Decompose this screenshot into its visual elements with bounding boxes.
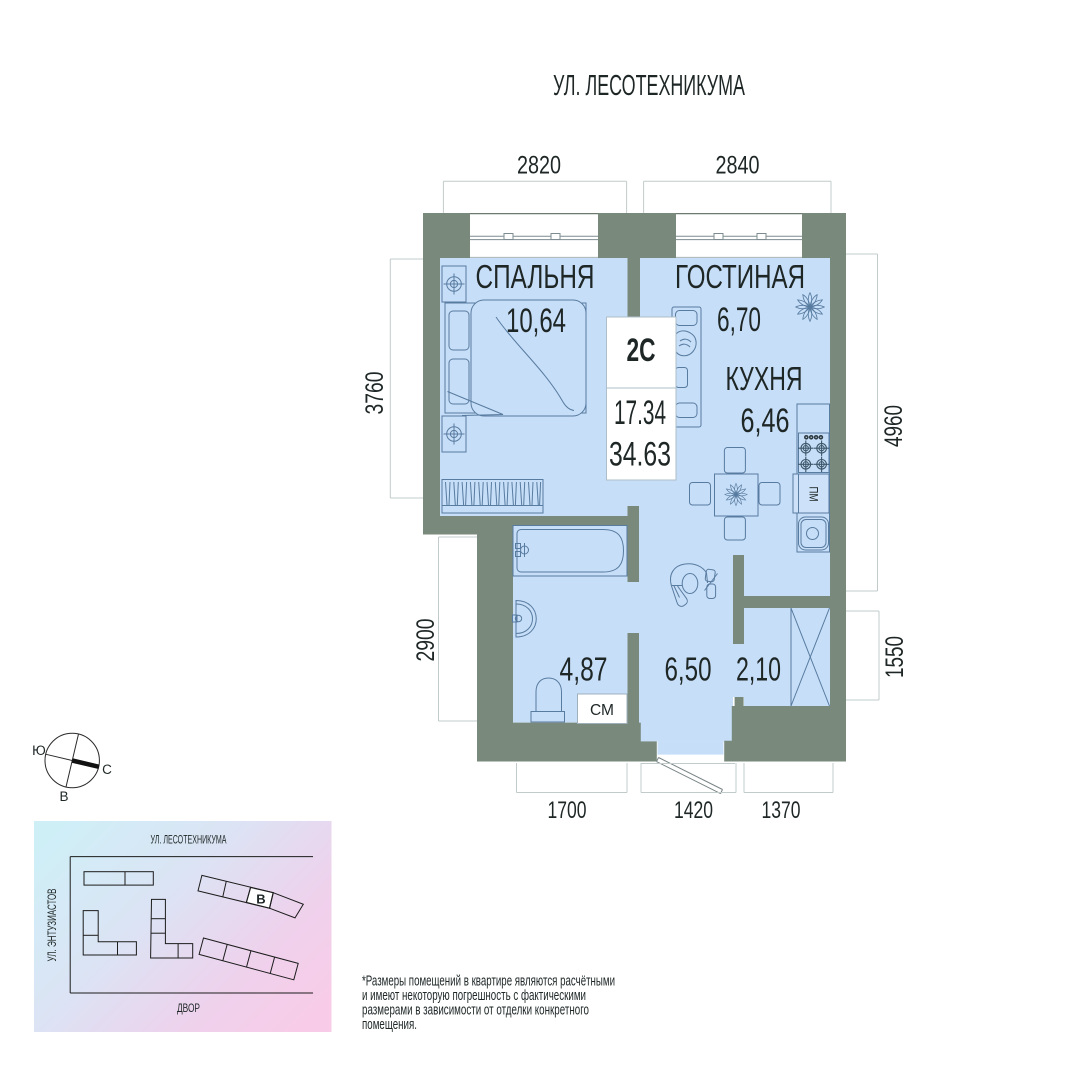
svg-text:КУХНЯ: КУХНЯ — [726, 360, 803, 397]
svg-text:6,50: 6,50 — [665, 651, 712, 688]
svg-text:ДВОР: ДВОР — [177, 1001, 200, 1015]
svg-text:помещения.: помещения. — [362, 1017, 417, 1033]
svg-text:4,87: 4,87 — [560, 651, 608, 688]
svg-text:1370: 1370 — [762, 797, 801, 824]
svg-text:УЛ. ЛЕСОТЕХНИКУМА: УЛ. ЛЕСОТЕХНИКУМА — [151, 833, 227, 847]
svg-text:2820: 2820 — [517, 152, 561, 180]
svg-text:1700: 1700 — [548, 797, 587, 824]
svg-text:СПАЛЬНЯ: СПАЛЬНЯ — [476, 258, 595, 295]
svg-text:1550: 1550 — [881, 636, 909, 678]
svg-text:С: С — [102, 762, 112, 777]
svg-text:34.63: 34.63 — [609, 436, 671, 474]
svg-text:2,10: 2,10 — [736, 651, 781, 688]
svg-text:размерами в зависимости от отд: размерами в зависимости от отделки конкр… — [362, 1003, 589, 1019]
svg-text:4960: 4960 — [880, 405, 908, 447]
svg-text:и имеют некоторую погрешность: и имеют некоторую погрешность с фактичес… — [362, 988, 586, 1004]
svg-text:2900: 2900 — [412, 619, 440, 662]
svg-text:2840: 2840 — [716, 152, 760, 180]
svg-text:Ю: Ю — [32, 743, 46, 758]
svg-text:*Размеры помещений в квартире: *Размеры помещений в квартире являются р… — [362, 974, 615, 990]
svg-text:ПМ: ПМ — [807, 487, 819, 502]
svg-text:6,70: 6,70 — [717, 301, 761, 339]
svg-text:УЛ. ЭНТУЗИАСТОВ: УЛ. ЭНТУЗИАСТОВ — [45, 889, 59, 962]
svg-text:3760: 3760 — [361, 372, 389, 415]
svg-text:10,64: 10,64 — [506, 302, 566, 340]
svg-text:6,46: 6,46 — [741, 402, 790, 440]
svg-text:В: В — [256, 892, 265, 907]
svg-text:УЛ. ЛЕСОТЕХНИКУМА: УЛ. ЛЕСОТЕХНИКУМА — [553, 70, 745, 102]
svg-text:СМ: СМ — [590, 702, 614, 719]
svg-text:ГОСТИНАЯ: ГОСТИНАЯ — [675, 258, 805, 295]
svg-text:В: В — [59, 789, 68, 804]
svg-text:17.34: 17.34 — [614, 394, 666, 432]
svg-text:1420: 1420 — [674, 797, 713, 824]
svg-text:2С: 2С — [627, 332, 656, 368]
